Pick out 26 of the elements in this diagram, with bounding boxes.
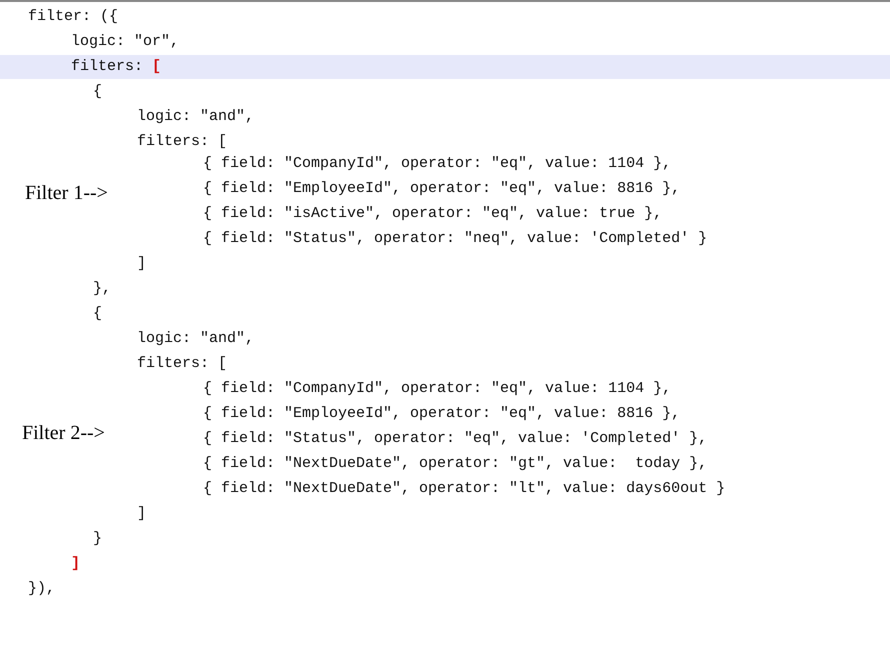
annotation-label: Filter 2--> bbox=[22, 421, 105, 445]
code-line: { field: "CompanyId", operator: "eq", value: 1104 }, bbox=[203, 155, 672, 173]
code-line: filters: [ bbox=[137, 133, 228, 151]
code-line: { field: "EmployeeId", operator: "eq", value: 8816 }, bbox=[203, 405, 680, 423]
code-line: } bbox=[93, 530, 102, 548]
code-line: { field: "NextDueDate", operator: "gt", value: today }, bbox=[203, 455, 708, 473]
code-line: { bbox=[93, 305, 102, 323]
code-line: }), bbox=[28, 580, 56, 598]
code-line: logic: "and", bbox=[137, 330, 254, 348]
code-line: { field: "Status", operator: "eq", value: 'Completed' }, bbox=[203, 430, 708, 448]
code-line: filters: [ bbox=[71, 58, 162, 76]
code-line: ] bbox=[137, 255, 146, 273]
code-line: { field: "Status", operator: "neq", value: 'Completed' } bbox=[203, 230, 708, 248]
code-line: { bbox=[93, 83, 102, 101]
code-line: { field: "EmployeeId", operator: "eq", value: 8816 }, bbox=[203, 180, 680, 198]
code-line: { field: "NextDueDate", operator: "lt", value: days60out } bbox=[203, 480, 726, 498]
code-line: { field: "isActive", operator: "eq", value: true }, bbox=[203, 205, 662, 223]
annotation-label: Filter 1--> bbox=[25, 181, 108, 205]
code-line: { field: "CompanyId", operator: "eq", value: 1104 }, bbox=[203, 380, 672, 398]
code-line: }, bbox=[93, 280, 112, 298]
code-line: logic: "and", bbox=[137, 108, 254, 126]
code-line: logic: "or", bbox=[71, 33, 180, 51]
code-line: ] bbox=[71, 555, 80, 573]
code-line: ] bbox=[137, 505, 146, 523]
code-line: filter: ({ bbox=[28, 8, 118, 26]
code-line: filters: [ bbox=[137, 355, 228, 373]
